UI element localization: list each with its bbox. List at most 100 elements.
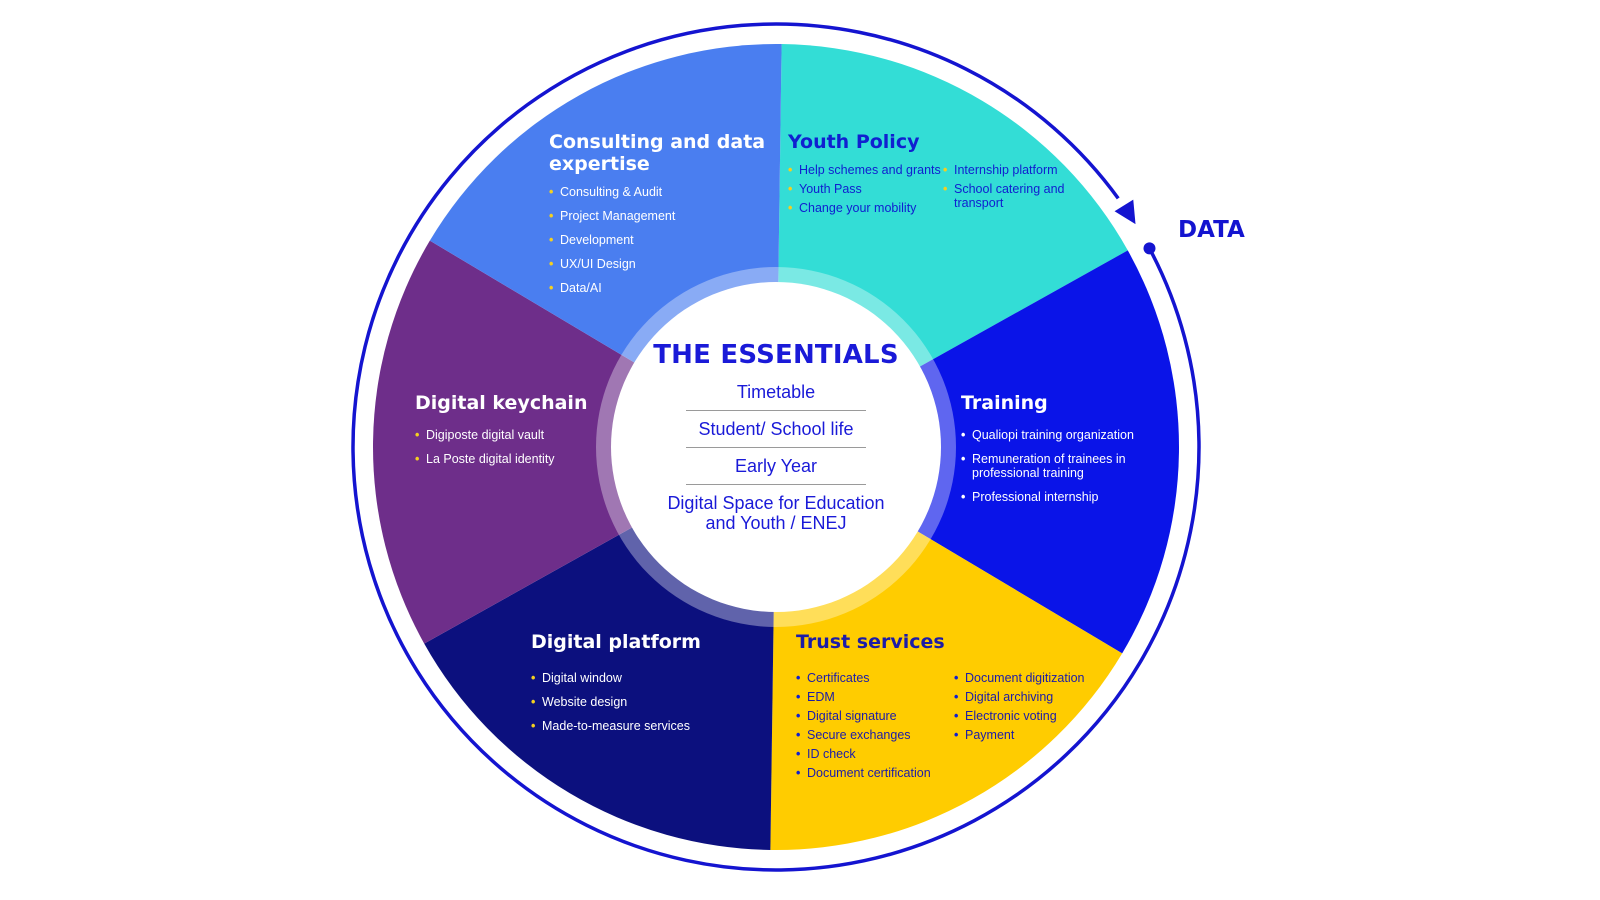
list-item: • UX/UI Design (549, 257, 769, 271)
bullet-icon: • (549, 281, 554, 295)
segment-list: • Digital window •Website design • Made-to-m… (531, 671, 751, 733)
list-item: • Data/AI (549, 281, 769, 295)
segment-trust-services: Trust services •Certificates•EDM•Digital… (796, 631, 1116, 785)
list-item-text: Document digitization (965, 671, 1085, 685)
list-item-text: Digiposte digital vault (426, 428, 545, 442)
bullet-icon: • (796, 747, 801, 761)
bullet-icon: • (796, 766, 801, 780)
list-item-text: Project Management (560, 209, 676, 223)
list-item: • Change your mobility (788, 201, 943, 215)
list-item-text: Made-to-measure services (542, 719, 690, 733)
list-item-text: Secure exchanges (807, 728, 911, 742)
bullet-icon: • (549, 257, 554, 271)
bullet-icon: • (531, 719, 536, 733)
list-item-text: La Poste digital identity (426, 452, 555, 466)
list-item: •Digiposte digital vault (415, 428, 615, 442)
list-item: • Internship platform (943, 163, 1083, 177)
list-item: • Remuneration of trainees in professiona… (961, 452, 1161, 480)
list-item: • ID check (796, 747, 954, 761)
segment-title: Training (961, 392, 1048, 414)
segment-list-col1: •Help schemes and grants •Youth Pass • Chan… (788, 163, 943, 220)
bullet-icon: • (954, 671, 959, 685)
data-label: DATA (1178, 217, 1245, 243)
list-item-text: Digital signature (807, 709, 897, 723)
segment-list-col1: • Certificates • EDM • Digital signature • Secu… (796, 671, 954, 785)
essentials-title: THE ESSENTIALS (653, 340, 899, 370)
list-item: •Website design (531, 695, 751, 709)
essentials-item: Early Year (734, 456, 818, 476)
segment-training: Training •Qualiopi training organization… (961, 392, 1161, 514)
bullet-icon: • (961, 428, 966, 442)
list-item-text: ID check (807, 747, 856, 761)
essentials-divider (686, 484, 866, 485)
list-item: • La Poste digital identity (415, 452, 615, 466)
list-item-text: Digital window (542, 671, 622, 685)
bullet-icon: • (796, 671, 801, 685)
list-item-text: School catering and transport (954, 182, 1065, 210)
list-item-text: Certificates (807, 671, 870, 685)
bullet-icon: • (415, 452, 420, 466)
segment-list-col2: •Document digitization•Digital archiving… (954, 671, 1114, 785)
wedge-digital-keychain (373, 240, 776, 644)
list-item: • Made-to-measure services (531, 719, 751, 733)
list-item-text: Development (560, 233, 634, 247)
essentials-item: Digital Space for Education and Youth / … (667, 493, 885, 533)
segment-list: •Qualiopi training organization•Remunera… (961, 428, 1161, 504)
bullet-icon: • (796, 709, 801, 723)
wedge-training (776, 250, 1179, 654)
bullet-icon: • (954, 728, 959, 742)
bullet-icon: • (549, 209, 554, 223)
segment-title: Digital keychain (415, 392, 588, 414)
list-item-text: Payment (965, 728, 1015, 742)
bullet-icon: • (796, 690, 801, 704)
list-item: •Youth Pass (788, 182, 943, 196)
list-item-text: Professional internship (972, 490, 1099, 504)
list-item-text: Remuneration of trainees in professional… (972, 452, 1126, 480)
arrowhead-icon (1114, 199, 1136, 225)
bullet-icon: • (796, 728, 801, 742)
bullet-icon: • (961, 452, 966, 466)
list-item: •Digital archiving (954, 690, 1114, 704)
segment-title: Youth Policy (788, 131, 920, 153)
list-item: • Payment (954, 728, 1114, 742)
ring-start-dot-icon (1143, 242, 1156, 255)
list-item-text: Website design (542, 695, 628, 709)
list-item: • Secure exchanges (796, 728, 954, 742)
list-item: • Document digitization (954, 671, 1114, 685)
essentials-panel: THE ESSENTIALS Timetable Student/ School… (646, 340, 906, 541)
list-item-text: Electronic voting (965, 709, 1057, 723)
bullet-icon: • (943, 182, 948, 196)
list-item: •Help schemes and grants (788, 163, 943, 177)
list-item-text: Change your mobility (799, 201, 917, 215)
segment-youth-policy: Youth Policy •Help schemes and grants•Yo… (788, 131, 1088, 220)
list-item-text: Data/AI (560, 281, 602, 295)
essentials-divider (686, 447, 866, 448)
list-item-text: Internship platform (954, 163, 1058, 177)
bullet-icon: • (943, 163, 948, 177)
list-item-text: Digital archiving (965, 690, 1054, 704)
list-item-text: Help schemes and grants (799, 163, 941, 177)
list-item: •Consulting & Audit (549, 185, 769, 199)
bullet-icon: • (549, 233, 554, 247)
segment-title: Digital platform (531, 631, 701, 653)
segment-digital-platform: Digital platform •Digital window•Website… (531, 631, 751, 743)
segment-digital-keychain: Digital keychain •Digiposte digital vaul… (415, 392, 615, 476)
essentials-item: Timetable (736, 382, 816, 402)
segment-list: •Consulting & Audit•Project Management•D… (549, 185, 769, 295)
bullet-icon: • (531, 671, 536, 685)
bullet-icon: • (549, 185, 554, 199)
segment-list-col2: • Internship platform • School catering and… (943, 163, 1083, 220)
list-item: • Digital signature (796, 709, 954, 723)
list-item: • Project Management (549, 209, 769, 223)
list-item-text: UX/UI Design (560, 257, 636, 271)
list-item: • Certificates (796, 671, 954, 685)
list-item: • Digital window (531, 671, 751, 685)
essentials-divider (686, 410, 866, 411)
bullet-icon: • (788, 201, 793, 215)
essentials-item: Student/ School life (698, 419, 854, 439)
outer-data-ring (351, 22, 1201, 872)
list-item-text: EDM (807, 690, 835, 704)
list-item: • EDM (796, 690, 954, 704)
bullet-icon: • (954, 709, 959, 723)
segment-list: •Digiposte digital vault • La Poste digita… (415, 428, 615, 466)
